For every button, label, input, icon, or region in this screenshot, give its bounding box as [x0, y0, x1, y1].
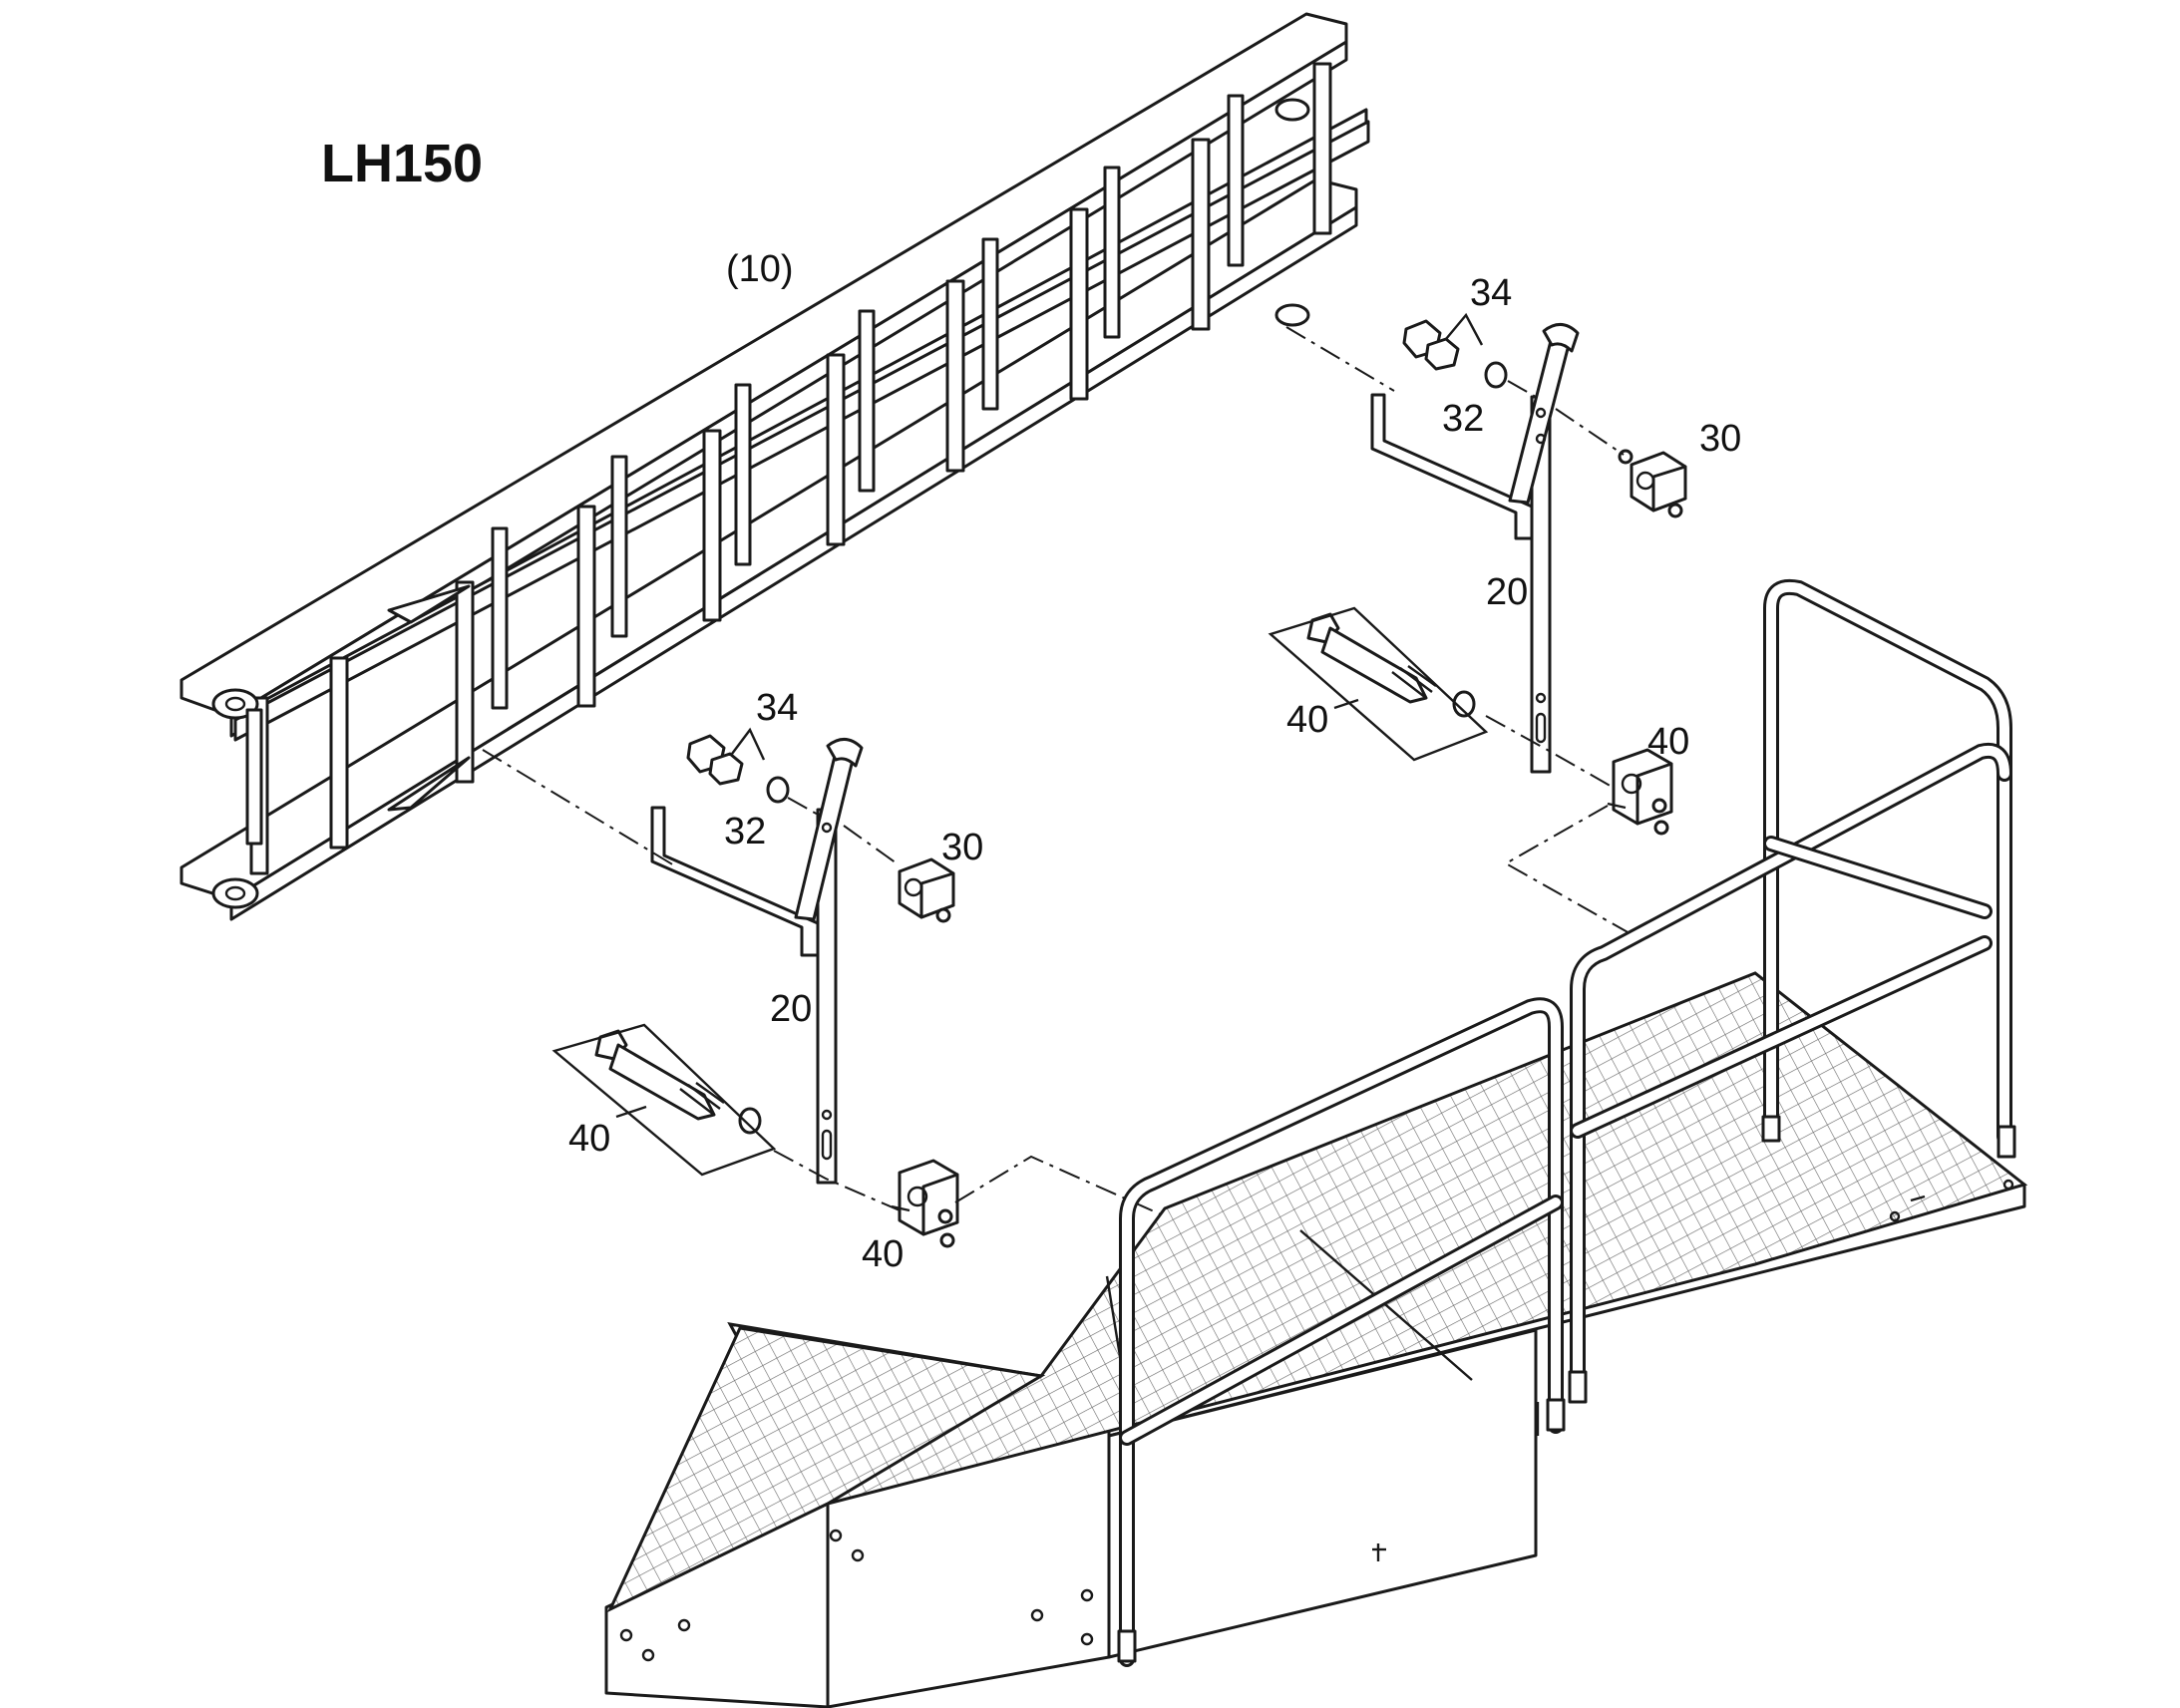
callout-bolt-lower: 40 [568, 1118, 610, 1160]
callout-nut-lower: 34 [756, 687, 798, 729]
bolt-upper [1306, 612, 1476, 718]
bracket-lower [650, 738, 864, 1185]
callout-bolt-upper: 40 [1286, 699, 1328, 741]
bolt-lower [594, 1029, 762, 1135]
alignment-lines [482, 326, 1631, 1215]
callout-ladder: (10) [726, 248, 794, 290]
ladder-assembly [180, 12, 1370, 921]
callout-washer-lower: 32 [724, 811, 766, 853]
bracket-upper [1370, 323, 1580, 774]
washer-lower-icon [766, 776, 790, 804]
washer-upper-icon [1484, 361, 1508, 389]
clamp-bolt-upper [1607, 748, 1673, 836]
nut-lower [686, 734, 744, 786]
clamp-bolt-lower [891, 1159, 959, 1248]
callout-clampb-lower: 40 [862, 1233, 904, 1275]
ladder-pivot-lower-icon [211, 877, 259, 909]
clamp-lower [898, 857, 955, 923]
diagram-title: LH150 [321, 134, 483, 193]
platform-assembly [604, 579, 2028, 1708]
nut-upper [1402, 319, 1460, 371]
callout-clamp-lower: 30 [941, 827, 983, 868]
callout-bracket-upper: 20 [1486, 571, 1528, 613]
callout-clampb-upper: 40 [1647, 721, 1689, 763]
callout-washer-upper: 32 [1442, 398, 1484, 440]
callout-clamp-upper: 30 [1699, 418, 1741, 460]
callout-bracket-lower: 20 [770, 988, 812, 1030]
skirt-bolts [619, 1179, 2014, 1662]
clamp-upper [1618, 449, 1687, 518]
callout-nut-upper: 34 [1470, 272, 1512, 314]
